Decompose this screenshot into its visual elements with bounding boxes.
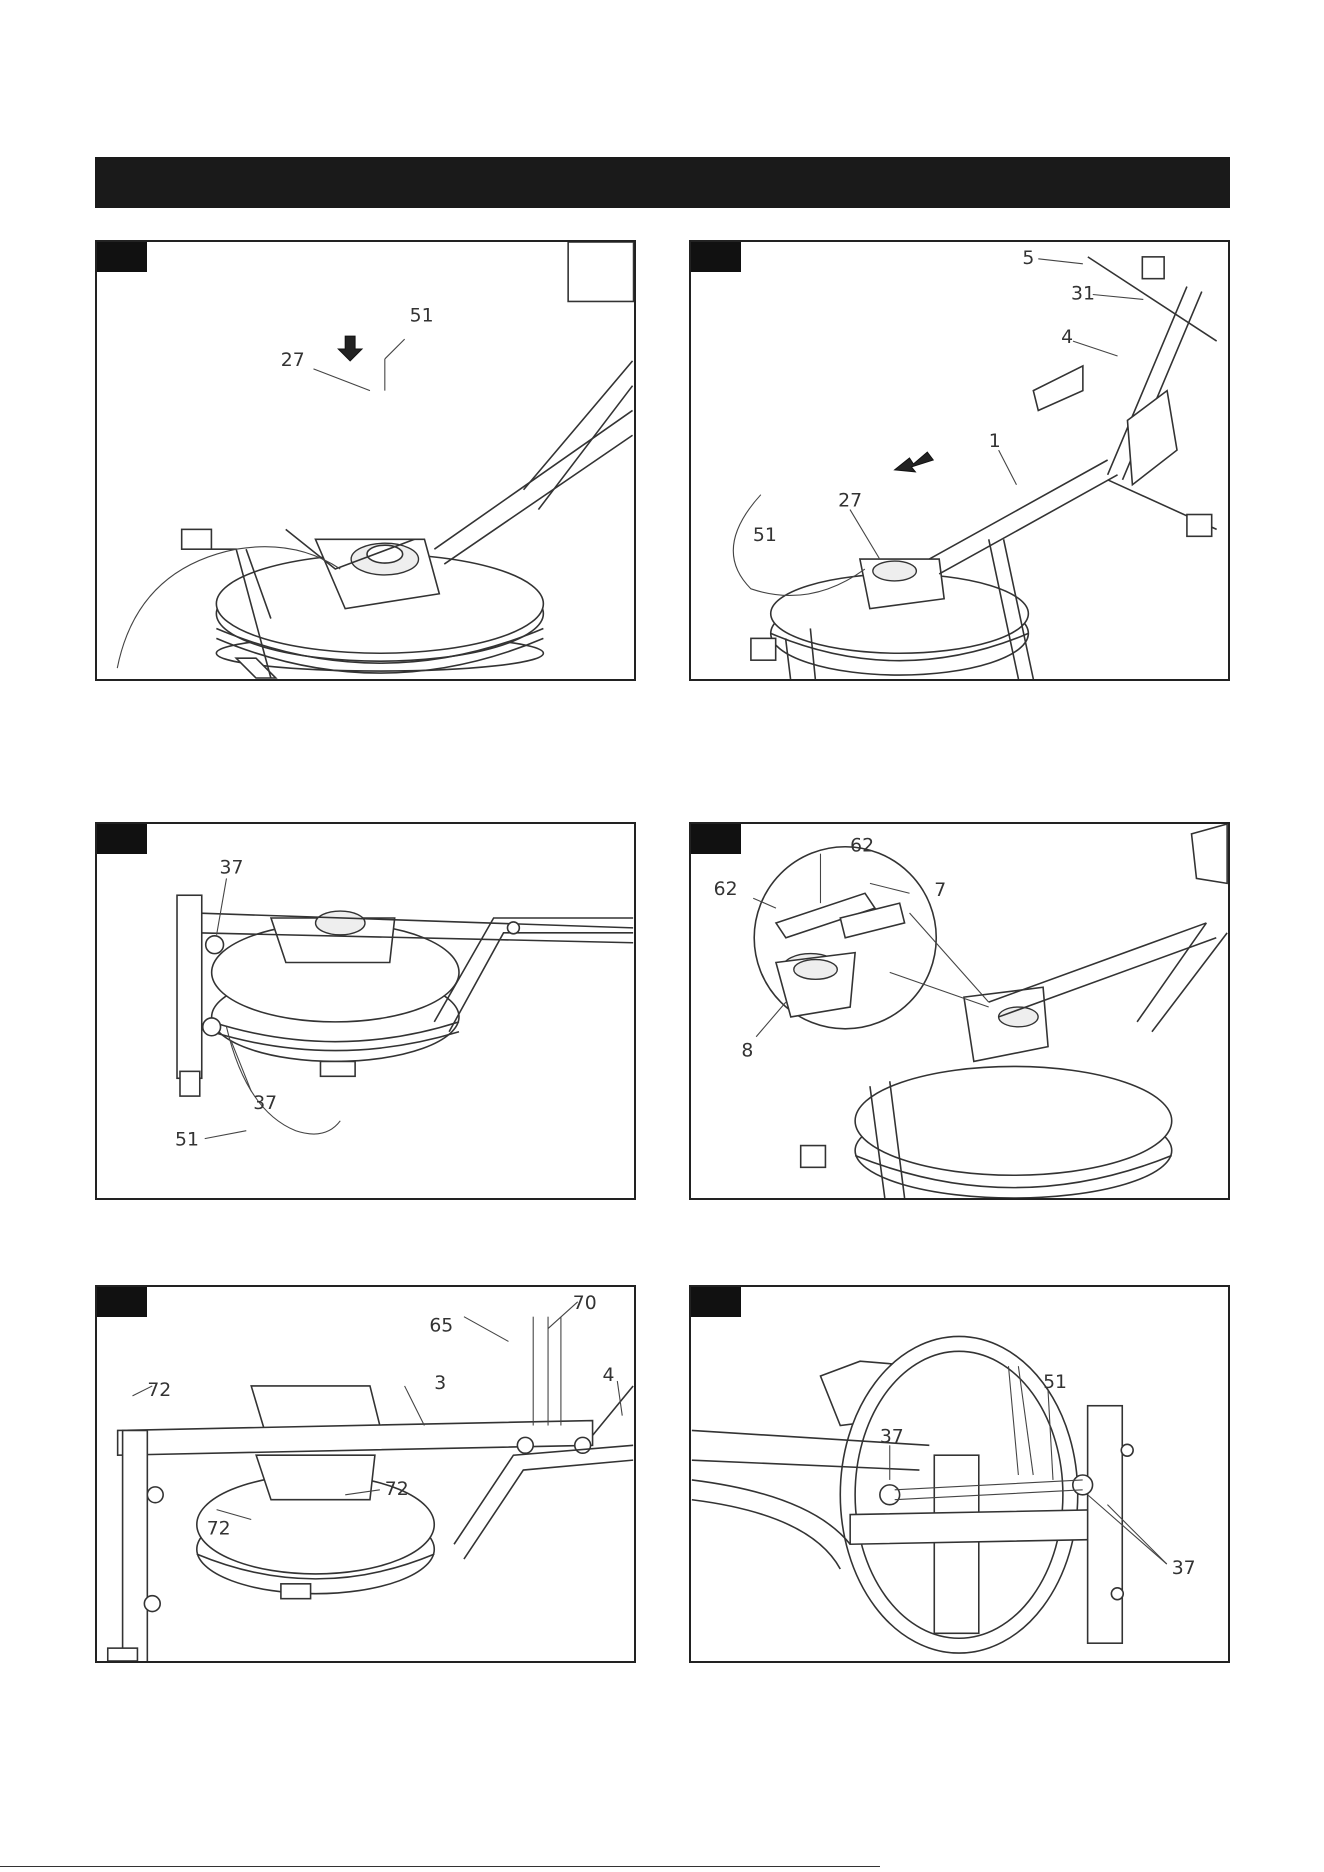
part-label: 8 (741, 1041, 753, 1062)
part-label: 51 (410, 305, 434, 326)
part-label: 51 (1043, 1372, 1067, 1393)
seat-rail-illustration: 70 65 4 3 72 72 72 (97, 1287, 634, 1661)
assembly-step-panel-6: 51 37 37 (689, 1285, 1230, 1663)
footer-rule (0, 1866, 880, 1867)
assembly-step-panel-5: 70 65 4 3 72 72 72 (95, 1285, 636, 1663)
part-label: 3 (434, 1373, 446, 1394)
part-label: 72 (207, 1518, 231, 1539)
part-label: 27 (281, 350, 305, 371)
part-label: 31 (1071, 283, 1095, 304)
part-label: 62 (850, 836, 874, 857)
part-label: 65 (429, 1316, 453, 1337)
part-label: 62 (714, 879, 738, 900)
part-label: 1 (989, 431, 1001, 452)
part-label: 70 (573, 1293, 597, 1314)
rower-side-view-illustration: 37 37 51 (97, 824, 634, 1198)
part-label: 37 (220, 857, 244, 878)
bracket-detail-illustration: 62 62 7 8 (691, 824, 1228, 1198)
pulley-cable-illustration: 51 37 37 (691, 1287, 1228, 1661)
part-label: 37 (880, 1426, 904, 1447)
part-label: 4 (1061, 327, 1073, 348)
part-label: 5 (1022, 248, 1034, 269)
part-label: 37 (1172, 1558, 1196, 1579)
part-label: 7 (934, 880, 946, 901)
assembly-step-panel-2: 5 31 4 1 27 51 (689, 240, 1230, 681)
part-label: 72 (385, 1479, 409, 1500)
part-label: 4 (602, 1365, 614, 1386)
assembly-step-panel-3: 37 37 51 (95, 822, 636, 1200)
rower-frame-attach-illustration: 5 31 4 1 27 51 (691, 242, 1228, 679)
part-label: 37 (253, 1093, 277, 1114)
part-label: 27 (838, 491, 862, 512)
part-label: 72 (147, 1380, 171, 1401)
rower-flywheel-illustration: 51 27 (97, 242, 634, 679)
part-label: 51 (175, 1130, 199, 1151)
assembly-step-panel-1: 51 27 (95, 240, 636, 681)
section-header-bar (95, 157, 1230, 208)
assembly-step-panel-4: 62 62 7 8 (689, 822, 1230, 1200)
part-label: 51 (753, 525, 777, 546)
